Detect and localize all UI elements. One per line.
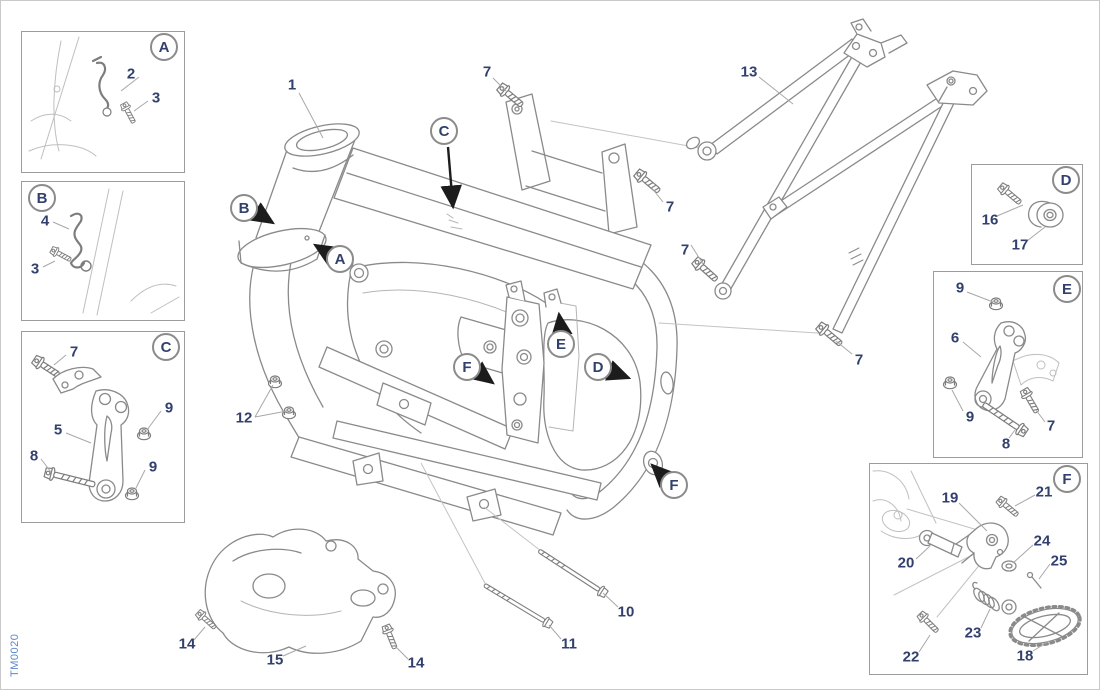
- detail-box-b: [21, 181, 185, 321]
- callout-10: 10: [617, 603, 635, 621]
- detail-box-f-letter: F: [1053, 465, 1081, 493]
- detail-box-c: [21, 331, 185, 523]
- detail-box-f: [869, 463, 1088, 675]
- detail-b-art: [48, 188, 180, 316]
- detail-box-d-letter: D: [1052, 166, 1080, 194]
- view-marker-c: C: [430, 117, 458, 145]
- view-marker-arrows: [248, 146, 675, 488]
- callout-6: 6: [950, 329, 960, 347]
- callout-21: 21: [1035, 483, 1053, 501]
- view-marker-e: E: [547, 330, 575, 358]
- detail-box-a: [21, 31, 185, 173]
- fasteners-main: [193, 80, 846, 651]
- callout-3-b: 3: [30, 260, 40, 278]
- callout-7-c: 7: [69, 343, 79, 361]
- detail-box-b-letter: B: [28, 184, 56, 212]
- callout-9-e-upper: 9: [955, 279, 965, 297]
- view-marker-b: B: [230, 194, 258, 222]
- spring-23: [972, 581, 1000, 612]
- callout-3-a: 3: [151, 89, 161, 107]
- view-marker-f-bottom: F: [660, 471, 688, 499]
- callout-9-c-lower: 9: [148, 458, 158, 476]
- callout-25: 25: [1050, 552, 1068, 570]
- callout-1: 1: [287, 76, 297, 94]
- callout-7-right-upper: 7: [665, 198, 675, 216]
- callout-14-right: 14: [407, 654, 425, 672]
- detail-a-art: [28, 36, 139, 160]
- detail-box-c-letter: C: [152, 333, 180, 361]
- callout-23: 23: [964, 624, 982, 642]
- view-marker-a: A: [326, 245, 354, 273]
- detail-d-art: [995, 180, 1064, 228]
- callout-18: 18: [1016, 647, 1034, 665]
- callout-14-left: 14: [178, 635, 196, 653]
- callout-15: 15: [266, 651, 284, 669]
- callout-9-e-lower: 9: [965, 408, 975, 426]
- callout-9-c-upper: 9: [164, 399, 174, 417]
- callout-20: 20: [897, 554, 915, 572]
- callout-11: 11: [561, 635, 577, 653]
- callout-24: 24: [1033, 532, 1051, 550]
- view-marker-f-left: F: [453, 353, 481, 381]
- callout-5: 5: [53, 421, 63, 439]
- callout-2: 2: [126, 65, 136, 83]
- bolt-7-right-upper: [631, 166, 664, 197]
- callout-8-c: 8: [29, 447, 39, 465]
- callout-22: 22: [902, 648, 920, 666]
- main-frame-art: [237, 93, 678, 536]
- detail-e-art: [942, 297, 1060, 439]
- detail-box-a-letter: A: [150, 33, 178, 61]
- callout-16: 16: [981, 211, 999, 229]
- bolt-14-right: [380, 622, 401, 651]
- detail-box-e-letter: E: [1053, 275, 1081, 303]
- subframe-art: [550, 18, 988, 335]
- callout-7-e: 7: [1046, 417, 1056, 435]
- bolt-10: [535, 545, 610, 600]
- callout-7-right-lower: 7: [854, 351, 864, 369]
- callout-7-right-mid: 7: [680, 241, 690, 259]
- bolt-7-right-mid: [689, 254, 722, 286]
- leader-lines: [40, 76, 1051, 660]
- nut-12-a: [267, 375, 283, 389]
- skid-plate-art: [204, 528, 396, 654]
- detail-box-e: [933, 271, 1083, 458]
- detail-box-d: [971, 164, 1083, 265]
- callout-17: 17: [1011, 236, 1029, 254]
- callout-4: 4: [40, 212, 50, 230]
- bolt-11: [481, 579, 555, 631]
- callout-12: 12: [235, 409, 253, 427]
- nut-12-b: [281, 406, 297, 420]
- callout-8-e: 8: [1001, 435, 1011, 453]
- callout-19: 19: [941, 489, 959, 507]
- callout-7-top: 7: [482, 63, 492, 81]
- callout-13: 13: [740, 63, 758, 81]
- view-marker-d: D: [584, 353, 612, 381]
- detail-c-art: [29, 353, 152, 502]
- drawing-code: TM0020: [9, 633, 21, 677]
